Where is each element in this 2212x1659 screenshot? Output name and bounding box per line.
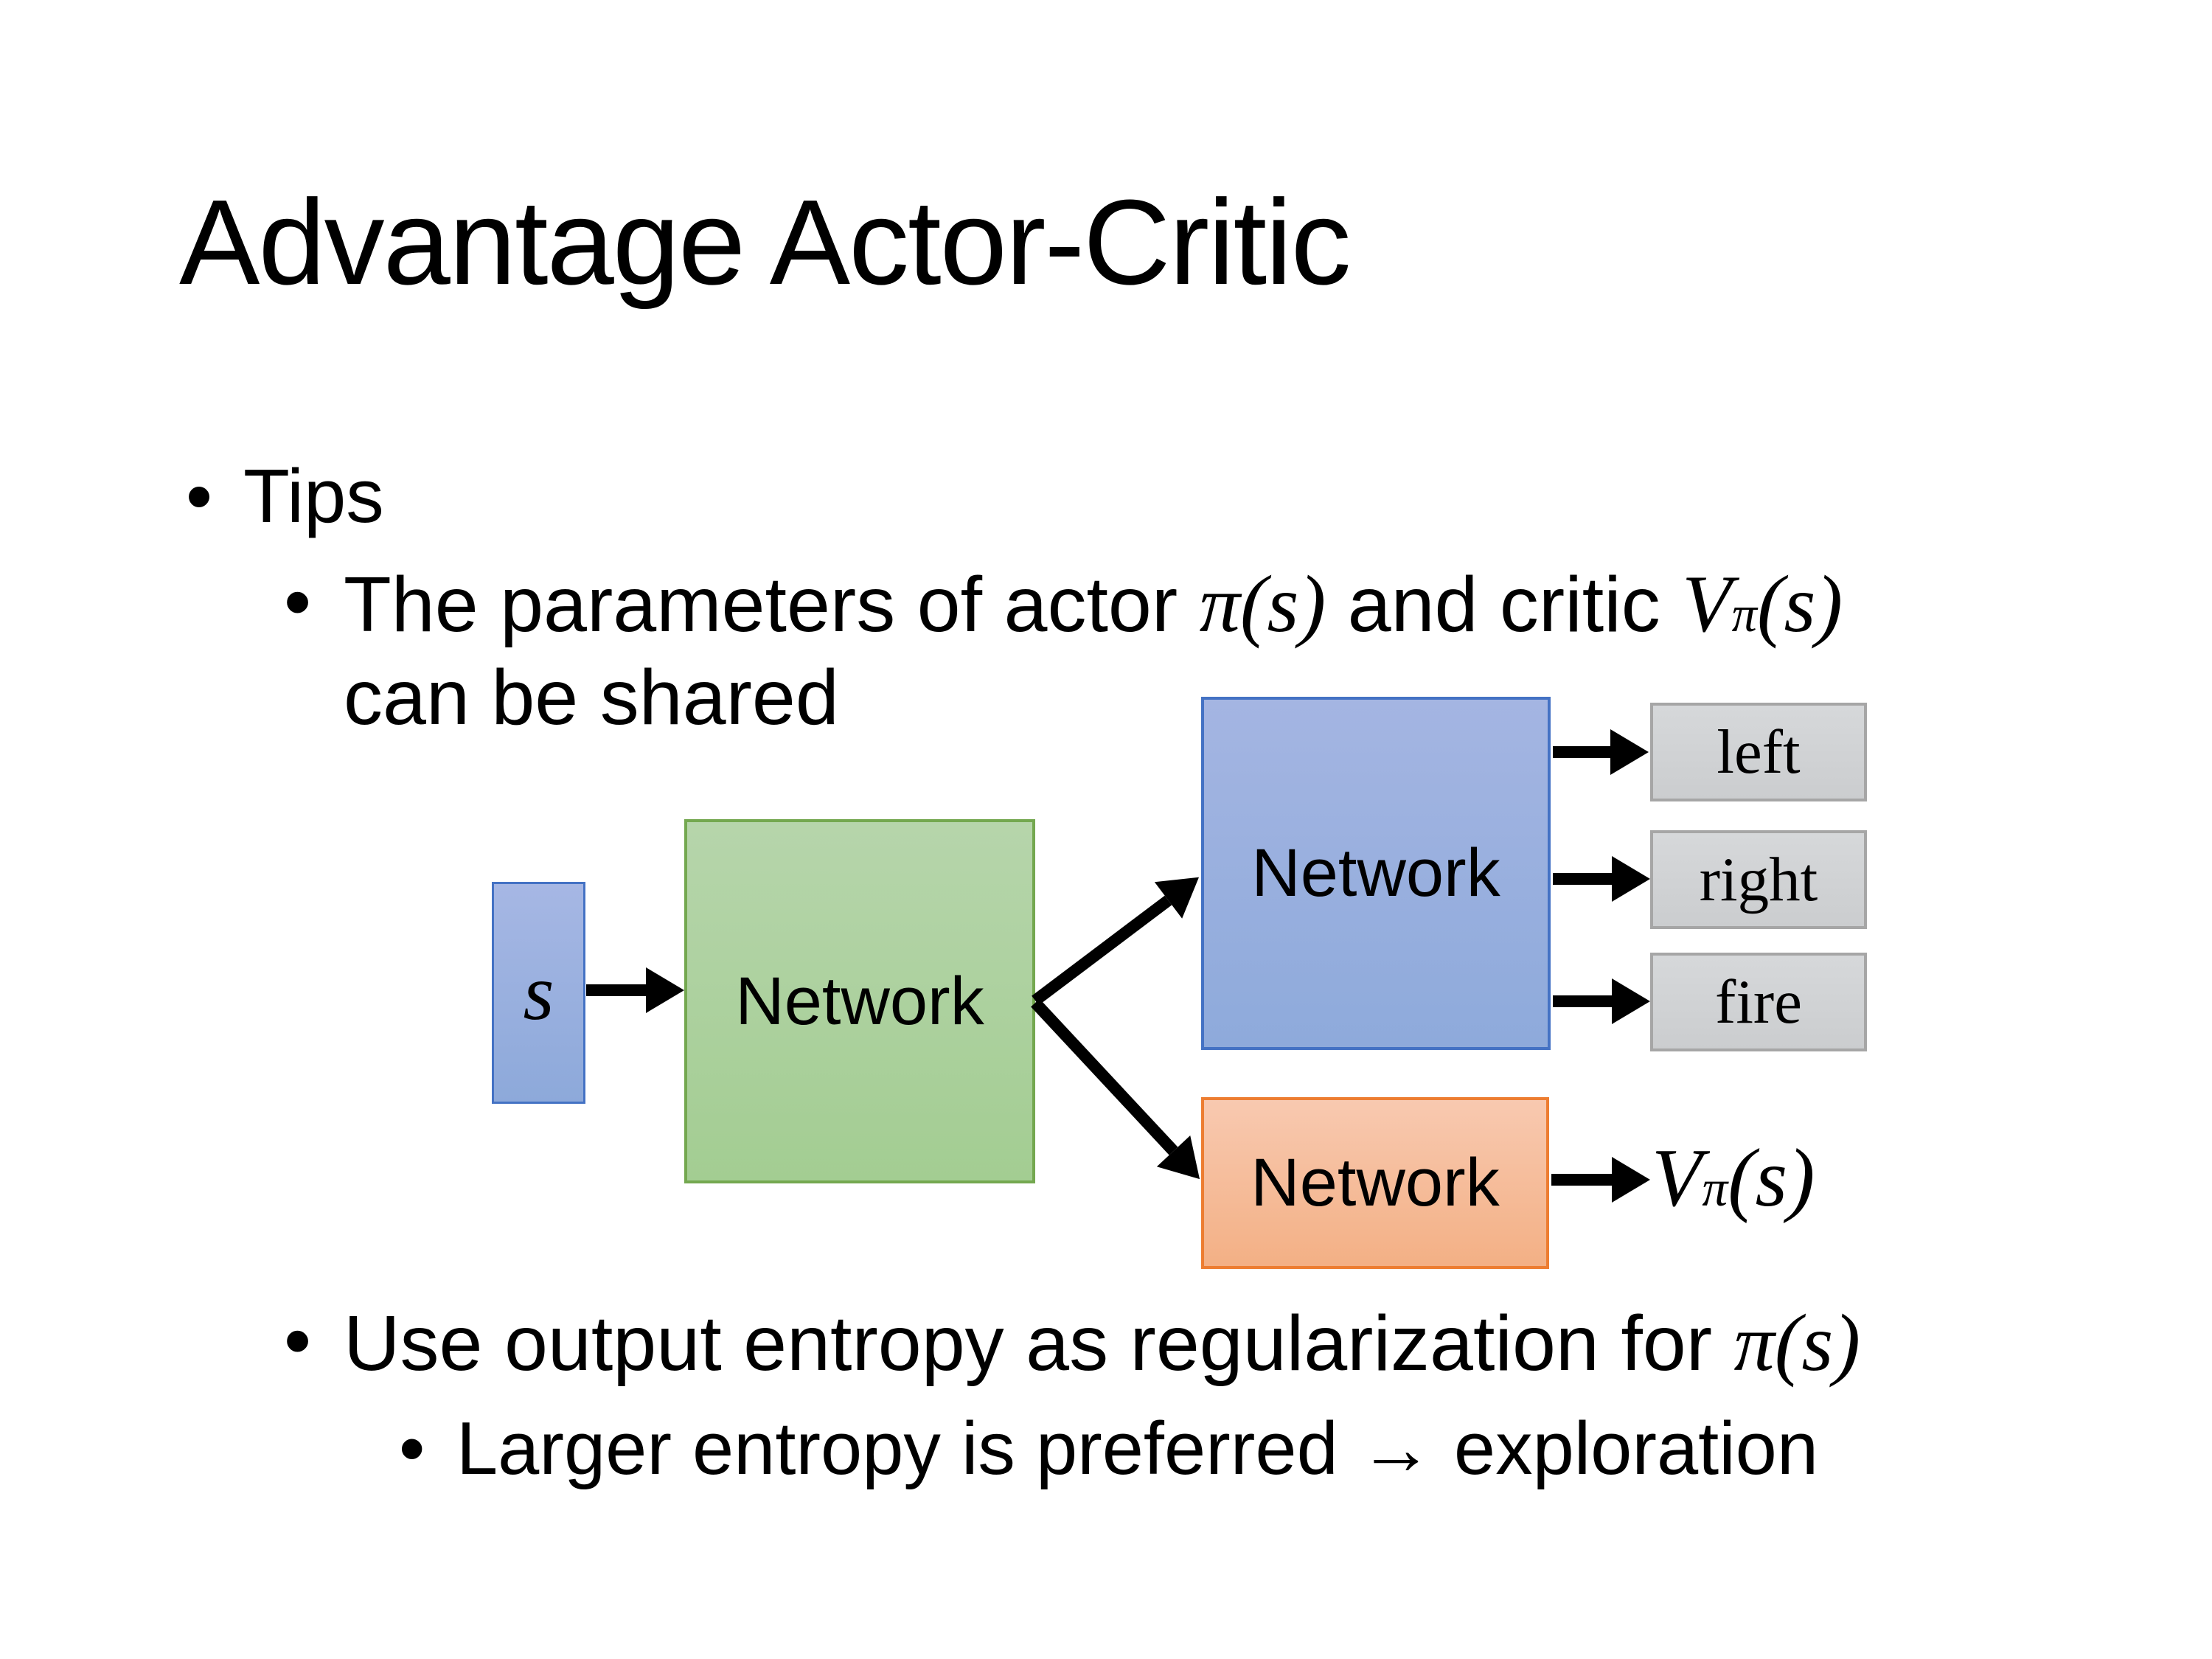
action-box-fire: fire	[1650, 953, 1867, 1051]
arrow-actor-to-right	[1553, 856, 1650, 902]
shared-parameters-text: The parameters of actor π(s) and critic …	[344, 556, 1843, 744]
entropy-text: Use output entropy as regularization for…	[344, 1298, 1861, 1388]
arrow-shared-to-critic	[1018, 987, 1217, 1195]
action-left-label: left	[1717, 717, 1801, 787]
arrow-head-icon	[1612, 856, 1650, 902]
bullet-shared-parameters: • The parameters of actor π(s) and criti…	[284, 556, 1843, 744]
shared-network-label: Network	[735, 963, 984, 1039]
arrow-shaft	[1553, 995, 1612, 1007]
arrow-head-icon	[1610, 729, 1649, 775]
action-box-right: right	[1650, 830, 1867, 929]
bullet-dot: •	[284, 1297, 312, 1384]
exploration-text: Larger entropy is preferred → exploratio…	[456, 1408, 1818, 1490]
math-pi-s: π(s)	[1199, 559, 1326, 649]
value-output-label: Vπ(s)	[1652, 1133, 1815, 1224]
shared-parameters-line2: can be shared	[344, 654, 839, 742]
actor-network-box: Network	[1201, 697, 1551, 1050]
arrow-actor-to-fire	[1553, 978, 1650, 1024]
critic-network-box: Network	[1201, 1097, 1549, 1269]
slide-title: Advantage Actor-Critic	[179, 175, 1352, 310]
tips-label: Tips	[243, 453, 384, 538]
shared-parameters-line1: The parameters of actor π(s) and critic …	[344, 559, 1843, 649]
bullet-tips: • Tips	[186, 451, 384, 541]
bullet-dot: •	[186, 453, 213, 538]
actor-network-label: Network	[1251, 835, 1500, 911]
math-v-pi-s: Vπ(s)	[1682, 559, 1843, 649]
arrow-critic-to-value	[1551, 1157, 1650, 1203]
arrow-actor-to-left	[1553, 729, 1649, 775]
arrow-shaft	[1551, 1174, 1612, 1186]
arrow-shaft	[1553, 746, 1610, 758]
state-label: s	[523, 948, 554, 1037]
bullet-dot: •	[399, 1408, 425, 1490]
bullet-larger-entropy: • Larger entropy is preferred → explorat…	[375, 1405, 1818, 1493]
bullet-entropy-regularization: • Use output entropy as regularization f…	[284, 1295, 1860, 1391]
action-box-left: left	[1650, 703, 1867, 801]
arrow-head-icon	[1612, 978, 1650, 1024]
arrow-shaft	[586, 984, 646, 996]
action-right-label: right	[1699, 845, 1818, 914]
arrow-head-icon	[646, 967, 684, 1013]
math-pi-s: π(s)	[1733, 1298, 1861, 1388]
bullet-dot: •	[284, 558, 312, 645]
critic-network-label: Network	[1251, 1145, 1500, 1220]
shared-network-box: Network	[684, 819, 1035, 1183]
arrow-head-icon	[1612, 1157, 1650, 1203]
state-input-box: s	[492, 882, 585, 1104]
action-fire-label: fire	[1715, 967, 1802, 1037]
arrow-shaft	[1031, 998, 1178, 1155]
arrow-state-to-shared	[586, 967, 684, 1013]
arrow-shaft	[1553, 873, 1612, 885]
